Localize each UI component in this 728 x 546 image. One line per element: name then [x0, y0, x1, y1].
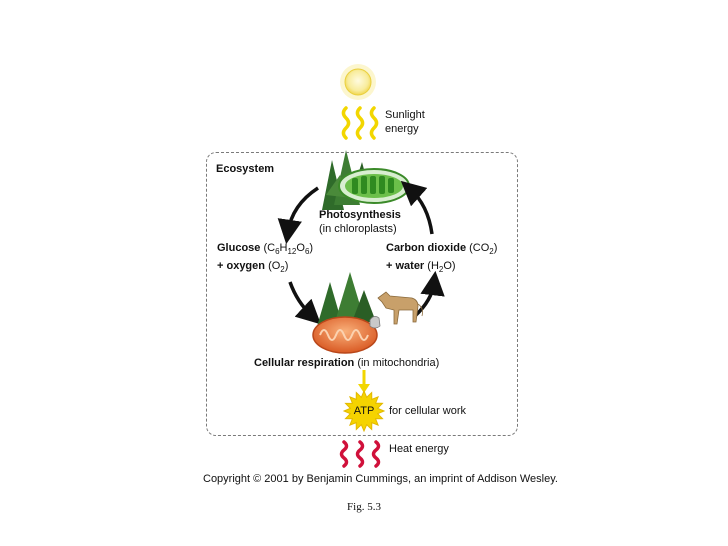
photosynthesis-label: Photosynthesis (in chloroplasts)	[319, 209, 401, 235]
ecosystem-boundary	[206, 152, 518, 436]
sunlight-label: Sunlight energy	[385, 109, 425, 135]
small-animal-icon	[369, 316, 381, 329]
atp-label: ATP	[353, 405, 375, 417]
atp-caption: for cellular work	[389, 405, 467, 417]
sun-icon	[340, 64, 376, 100]
cycle-arrows	[277, 180, 445, 325]
atp-star-icon	[342, 389, 386, 433]
heat-wave-icon	[339, 440, 381, 468]
ecosystem-title: Ecosystem	[216, 163, 275, 175]
heat-energy-label: Heat energy	[389, 443, 449, 455]
sunlight-wave-icon	[341, 106, 379, 140]
arrow-to-glucose	[277, 186, 319, 245]
arrow-to-carbon-dioxide	[413, 270, 445, 318]
glucose-label: Glucose (C6H12O6) + oxygen (O2)	[217, 242, 314, 274]
arrow-to-photosynthesis	[400, 180, 434, 235]
cellular-respiration-label: Cellular respiration (in mitochondria)	[254, 357, 440, 369]
mitochondrion-icon	[312, 316, 378, 354]
figure-caption: Fig. 5.3	[347, 501, 381, 513]
coyote-icon	[377, 291, 423, 325]
carbon-dioxide-label: Carbon dioxide (CO2) + water (H2O)	[386, 242, 498, 274]
arrow-to-respiration	[288, 281, 321, 325]
arrow-to-atp	[358, 370, 370, 393]
copyright-notice: Copyright © 2001 by Benjamin Cummings, a…	[203, 473, 558, 485]
